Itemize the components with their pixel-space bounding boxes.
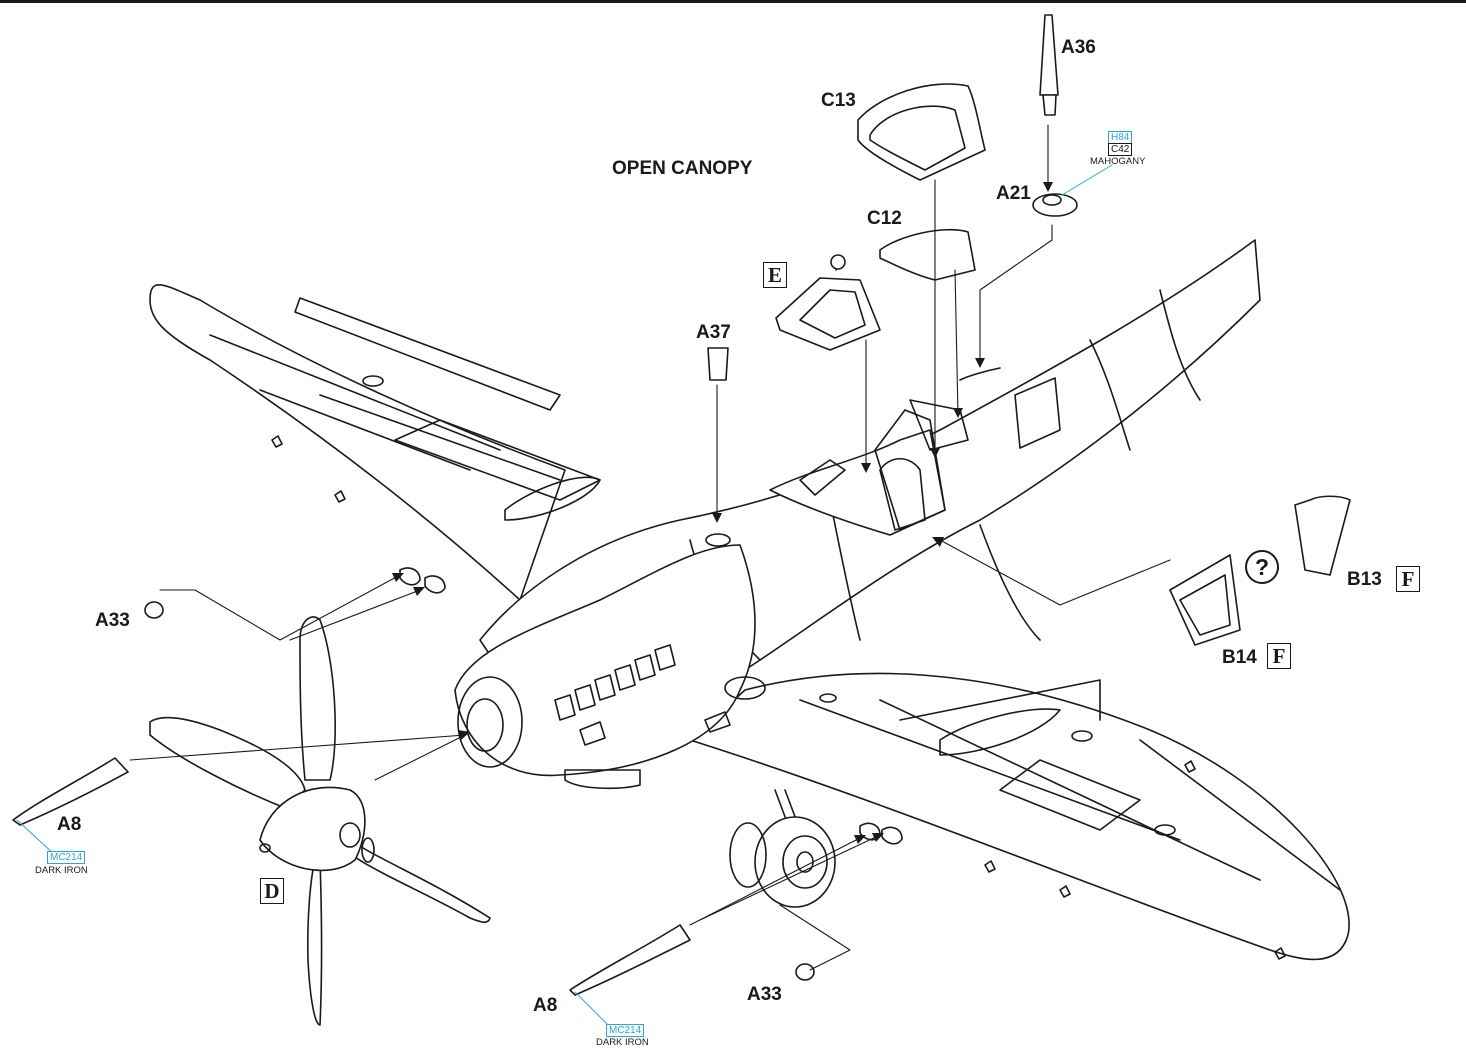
color-name-mahogany: MAHOGANY [1090, 156, 1146, 167]
part-label-a33-bottom: A33 [747, 984, 782, 1005]
part-label-a36: A36 [1061, 37, 1096, 58]
color-code-c42: C42 [1108, 143, 1133, 156]
color-code-mc214-bottom: MC214 [606, 1024, 645, 1037]
top-border-rule [0, 0, 1466, 3]
part-label-c12: C12 [867, 208, 902, 229]
assembly-arrowheads [392, 182, 1053, 844]
landing-gear [729, 789, 836, 908]
color-code-mc214-left: MC214 [47, 851, 86, 864]
propeller [149, 616, 491, 1026]
left-wing [149, 284, 601, 601]
assembly-guide-lines [129, 124, 1171, 971]
step-marker-e: E [763, 262, 787, 288]
cockpit [769, 399, 969, 536]
step-marker-f-b14: F [1267, 643, 1291, 669]
small-parts [12, 14, 1351, 996]
part-label-a21: A21 [996, 183, 1031, 204]
step-marker-d: D [260, 878, 284, 904]
open-canopy-heading: OPEN CANOPY [612, 158, 753, 179]
color-name-dark-iron-bottom: DARK IRON [596, 1037, 649, 1048]
right-wing [689, 672, 1350, 961]
part-label-a8-bottom: A8 [533, 995, 558, 1016]
part-label-b14: B14 [1222, 647, 1257, 668]
step-marker-f-b13: F [1396, 566, 1420, 592]
part-label-c13: C13 [821, 90, 856, 111]
part-label-a8-left: A8 [57, 814, 82, 835]
part-label-b13: B13 [1347, 569, 1382, 590]
canopy-parts [775, 83, 986, 351]
color-name-dark-iron-left: DARK IRON [35, 865, 88, 876]
engine-cowling [454, 533, 766, 790]
part-label-a33-left: A33 [95, 610, 130, 631]
part-label-a37: A37 [696, 322, 731, 343]
color-callout-leaders [16, 164, 1113, 1026]
optional-part-mark: ? [1245, 550, 1279, 584]
